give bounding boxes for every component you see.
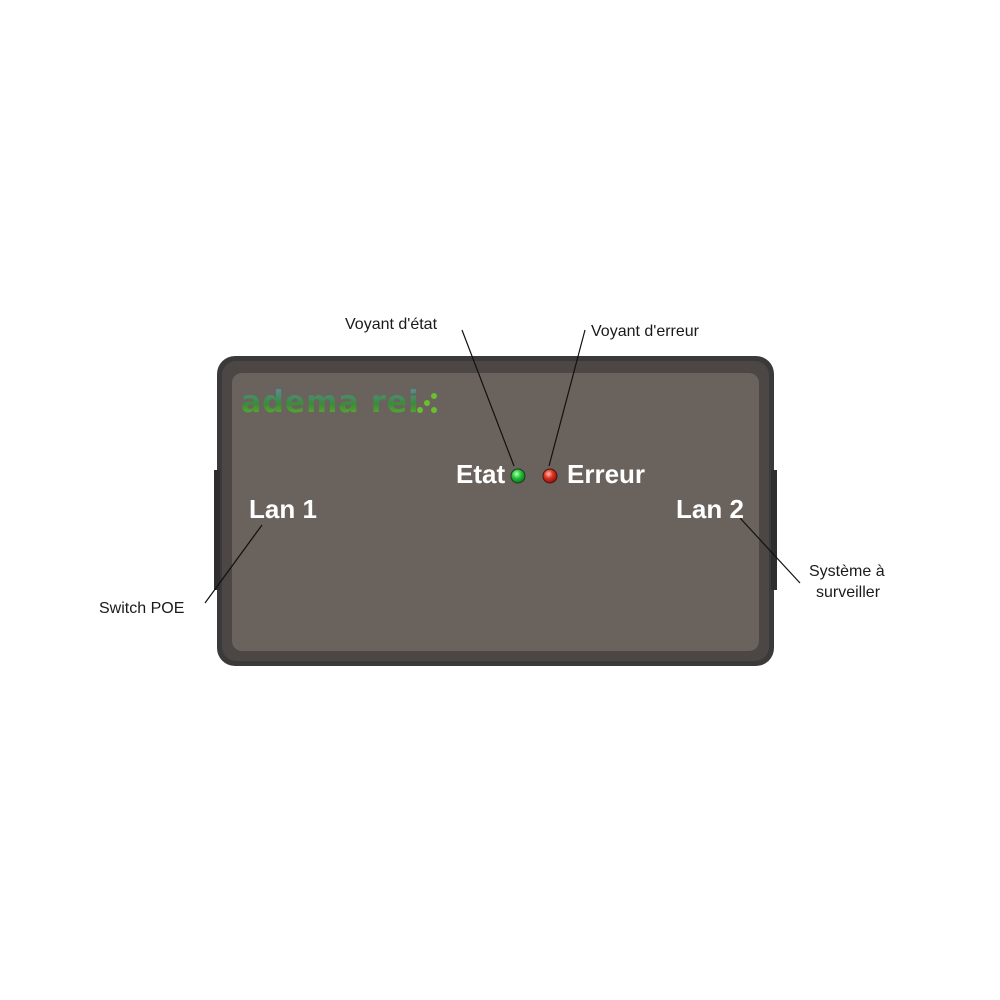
callout-line-lan1: [204, 524, 263, 604]
callout-line-lan2: [739, 517, 801, 584]
front-panel: [232, 373, 759, 651]
status-led: [510, 468, 526, 484]
callout-line-status: [461, 329, 515, 467]
callout-lan1-target: Switch POE: [99, 600, 185, 617]
error-led-label: Erreur: [567, 459, 646, 489]
logo-mark-icon: [417, 393, 437, 413]
left-edge: [214, 470, 220, 590]
port-lan1-label: Lan 1: [249, 494, 317, 524]
callout-error-led: Voyant d'erreur: [591, 323, 700, 340]
right-edge: [771, 470, 777, 590]
callout-line-error: [548, 329, 586, 467]
callout-lan2-target-line2: surveiller: [816, 584, 881, 601]
brand-logo: adema rei: [241, 385, 420, 420]
status-led-label: Etat: [456, 459, 506, 489]
callout-status-led: Voyant d'état: [345, 316, 438, 333]
callout-lan2-target-line1: Système à: [809, 563, 885, 580]
error-led: [542, 468, 558, 484]
port-lan2-label: Lan 2: [676, 494, 744, 524]
